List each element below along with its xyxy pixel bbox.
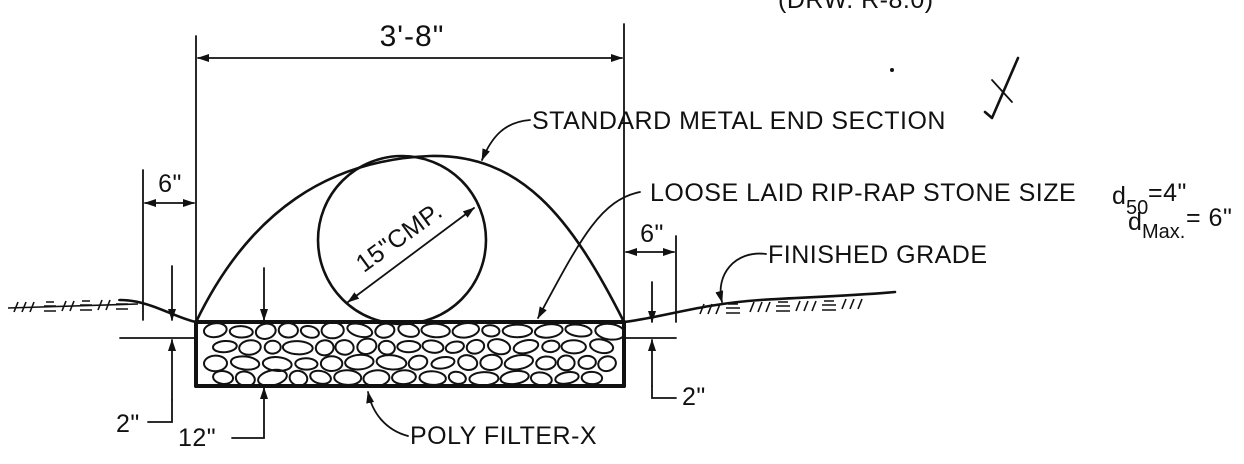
riprap-stone [396,339,422,354]
right-drop-leader [651,385,677,399]
riprap-label: LOOSE LAID RIP-RAP STONE SIZE [650,179,1076,207]
riprap-stone [299,324,320,339]
riprap-stone [319,355,344,373]
riprap-stone [263,339,282,355]
riprap-stone [541,339,561,354]
riprap-stone [374,322,396,339]
riprap-stone [202,322,228,339]
end-section-label: STANDARD METAL END SECTION [532,107,946,135]
cmp-pipe-circle [316,154,488,326]
riprap-stone [580,370,604,386]
riprap-stone [228,325,254,339]
riprap-stone [418,370,447,386]
riprap-stone [589,338,615,355]
left-drop-label: 2" [116,410,140,438]
riprap-stone [261,356,293,372]
riprap-stone [203,354,229,373]
d50-subscript-text: 50 [1126,197,1148,219]
riprap-stone [533,323,564,339]
check-mark [983,56,1020,120]
thickness-label: 12" [178,424,216,452]
overall-width-label: 3'-8" [380,20,445,53]
riprap-stone [501,323,534,339]
left-ground-line [118,298,198,324]
riprap-stone [420,322,451,339]
riprap-stone [288,369,309,387]
riprap-stone [257,368,288,387]
riprap-stone [320,321,345,340]
riprap-stone [234,370,256,388]
left-drop-leader [147,399,173,423]
riprap-stone [238,339,262,356]
filter-leader [366,391,409,437]
riprap-stone [277,322,299,339]
riprap-stone [211,339,238,354]
riprap-stone [444,340,465,354]
riprap-stone [447,370,467,385]
end-section-leader [481,119,531,161]
right-ground-line [622,290,897,324]
riprap-stone [346,322,374,339]
right-offset-label: 6" [640,220,664,248]
riprap-stone [344,353,375,371]
riprap-stone [229,355,261,371]
riprap-stone [281,340,314,356]
right-drop-label: 2" [682,383,706,411]
riprap-stone [479,353,503,372]
riprap-stone [465,338,486,355]
riprap-stone [512,339,540,355]
riprap-stone [468,371,500,387]
header-fragment-text: (DRW. R-8.0) [778,0,934,14]
left-offset-label: 6" [158,170,182,198]
riprap-stone [309,369,332,385]
riprap-stone [594,322,626,341]
riprap-stone [407,354,429,371]
d50-value-text: =4" [1148,179,1187,207]
riprap-stone [481,324,501,338]
riprap-stone [529,371,553,387]
riprap-stone [535,355,557,371]
riprap-stone [212,370,235,385]
riprap-leader [537,191,641,319]
riprap-stone [597,355,617,373]
end-section-arch [194,154,626,324]
riprap-stone [554,371,580,385]
pen-mark [991,79,1013,103]
riprap-stone [334,339,355,356]
thickness-leader [231,431,265,439]
riprap-stone [421,339,445,354]
riprap-stone [375,354,408,371]
riprap-stone [294,357,319,371]
riprap-stone [487,338,512,356]
filter-label: POLY FILTER-X [410,422,597,450]
dmax-subscript-text: Max. [1142,221,1185,243]
left-ground-hatching [7,299,139,313]
riprap-stone [254,322,277,340]
riprap-stone [391,369,417,386]
riprap-stone [503,353,534,371]
riprap-stone [556,354,576,372]
riprap-stone [564,323,593,338]
pipe-diameter-dimension-line [347,207,475,303]
riprap-stone [362,369,391,388]
riprap-stone [356,337,378,356]
riprap-stone [457,354,479,372]
dmax-base-text: d [1128,208,1142,236]
riprap-stone [333,369,363,386]
right-ground-hatching [699,298,863,315]
dmax-value-text: = 6" [1186,204,1232,232]
finished-grade-label: FINISHED GRADE [768,241,988,269]
finished-grade-leader [715,252,767,303]
riprap-stone [430,355,456,370]
riprap-stone [377,339,396,356]
riprap-stone [577,354,597,370]
riprap-stone [451,322,480,339]
riprap-stone [499,369,530,386]
d50-base-text: d [1112,182,1126,210]
ink-dot [890,68,894,72]
riprap-stone [560,339,587,355]
riprap-stone [314,339,335,357]
riprap-stones [202,321,626,388]
